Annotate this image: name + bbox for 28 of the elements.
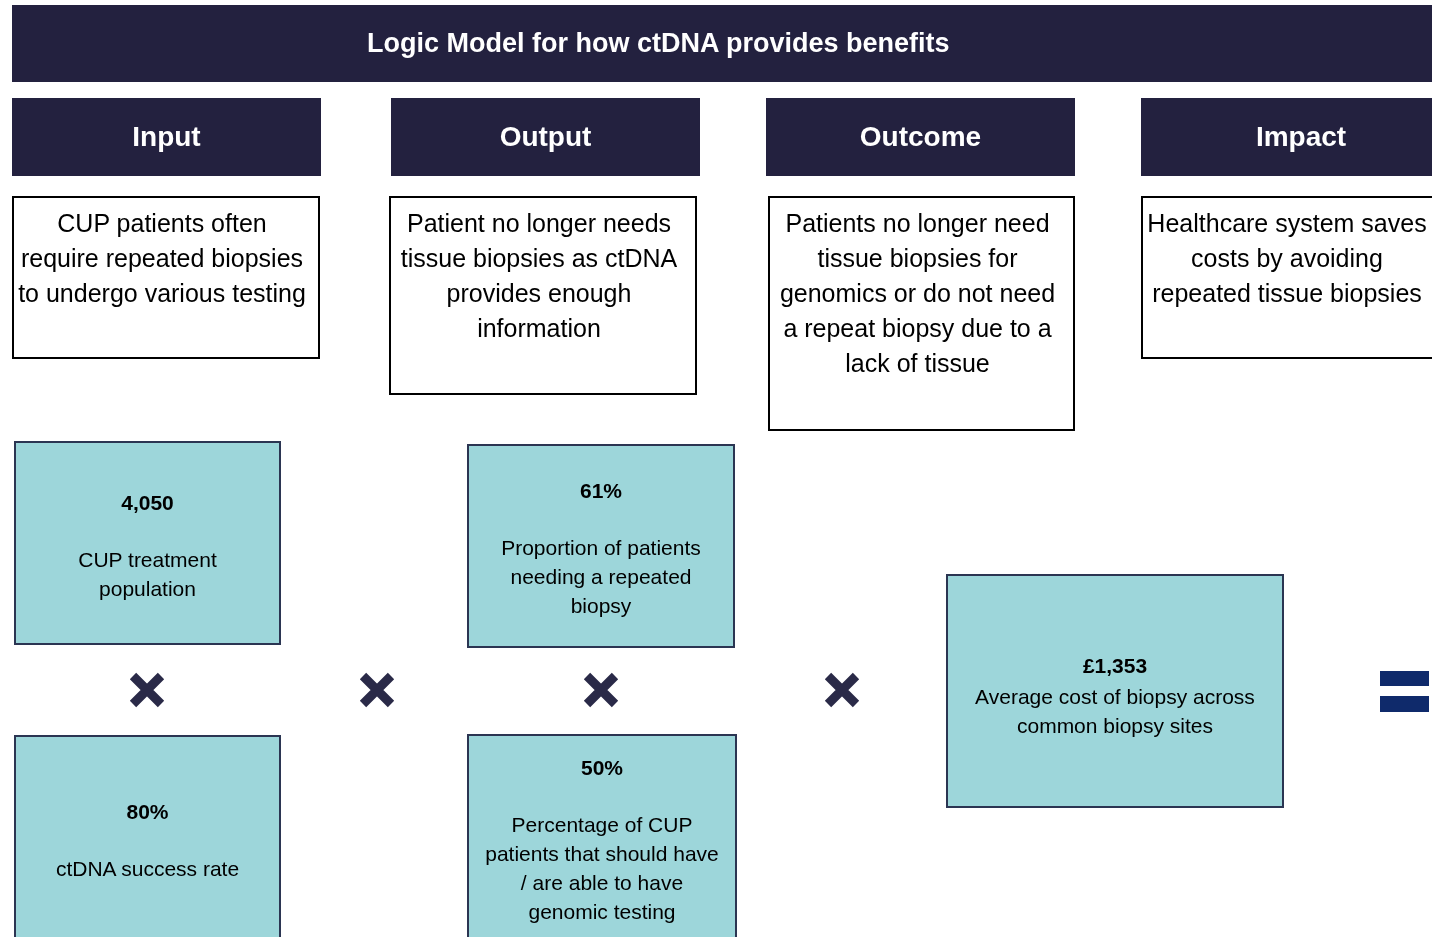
description-text: Patients no longer need tissue biopsies for genomics or do not need a repeat biopsy due to a lack of tissue bbox=[778, 208, 1057, 379]
column-header: Input bbox=[12, 98, 321, 176]
metric-value: 4,050 bbox=[121, 490, 174, 516]
description-box bbox=[389, 196, 697, 395]
metric-box bbox=[946, 574, 1284, 808]
metric-value: £1,353 bbox=[1082, 653, 1148, 679]
metric-description: Percentage of CUP patients that should have / are able to have genomic testing bbox=[484, 812, 720, 925]
description-text: Patient no longer needs tissue biopsies as ctDNA provides enough information bbox=[399, 208, 679, 344]
column-header: Outcome bbox=[766, 98, 1075, 176]
metric-value: 50% bbox=[581, 755, 623, 781]
metric-box bbox=[467, 734, 737, 937]
column-header: Impact bbox=[1141, 98, 1432, 176]
metric-description: Average cost of biopsy across common biopsy sites bbox=[974, 684, 1256, 739]
column-header: Output bbox=[391, 98, 700, 176]
metric-value: 80% bbox=[126, 799, 169, 825]
metric-description: Proportion of patients needing a repeated biopsy bbox=[500, 535, 702, 619]
metric-box bbox=[14, 441, 281, 645]
metric-value: 61% bbox=[580, 478, 622, 504]
description-text: CUP patients often require repeated biopsies to undergo various testing bbox=[18, 208, 306, 309]
description-box bbox=[1141, 196, 1432, 359]
metric-box bbox=[467, 444, 735, 648]
metric-description: CUP treatment population bbox=[77, 547, 218, 602]
description-box bbox=[12, 196, 320, 359]
description-box bbox=[768, 196, 1075, 431]
metric-description: ctDNA success rate bbox=[55, 856, 240, 882]
title-bar: Logic Model for how ctDNA provides benefits bbox=[12, 5, 1432, 82]
metric-box bbox=[14, 735, 281, 937]
description-text: Healthcare system saves costs by avoiding repeated tissue biopsies bbox=[1147, 208, 1427, 309]
